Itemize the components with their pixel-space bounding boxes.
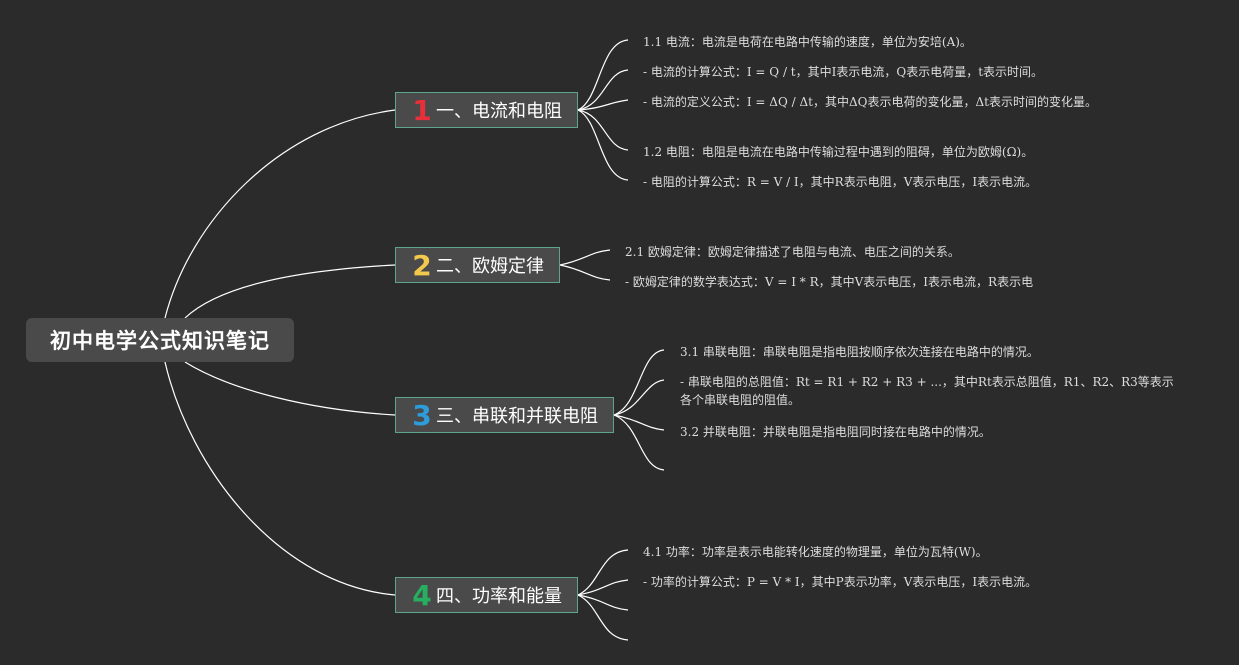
leaf-3-3[interactable]: 3.2 并联电阻：并联电阻是指电阻同时接在电路中的情况。: [680, 425, 991, 439]
branch-number-1: 1: [412, 93, 432, 127]
connector-b2-leaf-1: [559, 249, 611, 266]
branch-label-3: 三、串联和并联电阻: [436, 406, 598, 427]
branch-number-3: 3: [412, 398, 432, 432]
connector-b4-leaf-4: [577, 594, 629, 641]
branch-label-1: 一、电流和电阻: [436, 101, 562, 122]
branch-node-4[interactable]: 4 四、功率和能量: [395, 577, 578, 613]
connector-b1-leaf-2: [577, 69, 629, 111]
root-node[interactable]: 初中电学公式知识笔记: [26, 318, 294, 362]
connector-root-branch-3: [184, 361, 396, 416]
connector-b1-leaf-1: [577, 39, 629, 111]
branch-number-2: 2: [412, 248, 432, 282]
connector-root-branch-4: [164, 361, 396, 596]
branch-label-2: 二、欧姆定律: [436, 256, 544, 277]
leaf-2-1[interactable]: 2.1 欧姆定律：欧姆定律描述了电阻与电流、电压之间的关系。: [625, 245, 960, 259]
leaf-1-2[interactable]: - 电流的计算公式：I = Q / t，其中I表示电流，Q表示电荷量，t表示时间…: [643, 65, 1044, 79]
connector-root-branch-1: [164, 109, 396, 319]
connector-b1-leaf-5: [577, 109, 629, 181]
leaf-1-5[interactable]: - 电阻的计算公式：R = V / I，其中R表示电阻，V表示电压，I表示电流。: [643, 175, 1038, 189]
branch-node-3[interactable]: 3 三、串联和并联电阻: [395, 397, 614, 433]
connector-b2-leaf-2: [559, 264, 611, 281]
connector-b4-leaf-3: [577, 594, 629, 611]
connector-b3-leaf-2: [613, 379, 665, 416]
branch-number-4: 4: [412, 578, 432, 612]
connector-root-branch-2: [184, 264, 396, 319]
connector-b1-leaf-4: [577, 109, 629, 151]
leaf-3-2[interactable]: - 串联电阻的总阻值：Rt = R1 + R2 + R3 + ...，其中Rt表…: [680, 375, 1174, 407]
leaf-1-3[interactable]: - 电流的定义公式：I = ΔQ / Δt，其中ΔQ表示电荷的变化量，Δt表示时…: [643, 95, 1097, 109]
connector-b3-leaf-1: [613, 349, 665, 416]
root-title: 初中电学公式知识笔记: [50, 329, 270, 353]
connector-b3-leaf-3: [613, 414, 665, 431]
branch-node-2[interactable]: 2 二、欧姆定律: [395, 247, 560, 283]
branch-label-4: 四、功率和能量: [436, 586, 562, 607]
leaf-1-4[interactable]: 1.2 电阻：电阻是电流在电路中传输过程中遇到的阻碍，单位为欧姆(Ω)。: [643, 145, 1034, 159]
branch-node-1[interactable]: 1 一、电流和电阻: [395, 92, 578, 128]
connector-b3-leaf-4: [613, 414, 665, 471]
connector-b4-leaf-1: [577, 549, 629, 596]
connector-b4-leaf-2: [577, 579, 629, 596]
leaf-4-2[interactable]: - 功率的计算公式：P = V * I，其中P表示功率，V表示电压，I表示电流。: [643, 575, 1038, 589]
leaf-3-1[interactable]: 3.1 串联电阻：串联电阻是指电阻按顺序依次连接在电路中的情况。: [680, 345, 1039, 359]
leaf-2-2[interactable]: - 欧姆定律的数学表达式：V = I * R，其中V表示电压，I表示电流，R表示…: [625, 275, 1034, 289]
leaf-4-1[interactable]: 4.1 功率：功率是表示电能转化速度的物理量，单位为瓦特(W)。: [643, 545, 988, 559]
leaf-1-1[interactable]: 1.1 电流：电流是电荷在电路中传输的速度，单位为安培(A)。: [643, 35, 972, 49]
connector-b1-leaf-3: [577, 99, 629, 111]
